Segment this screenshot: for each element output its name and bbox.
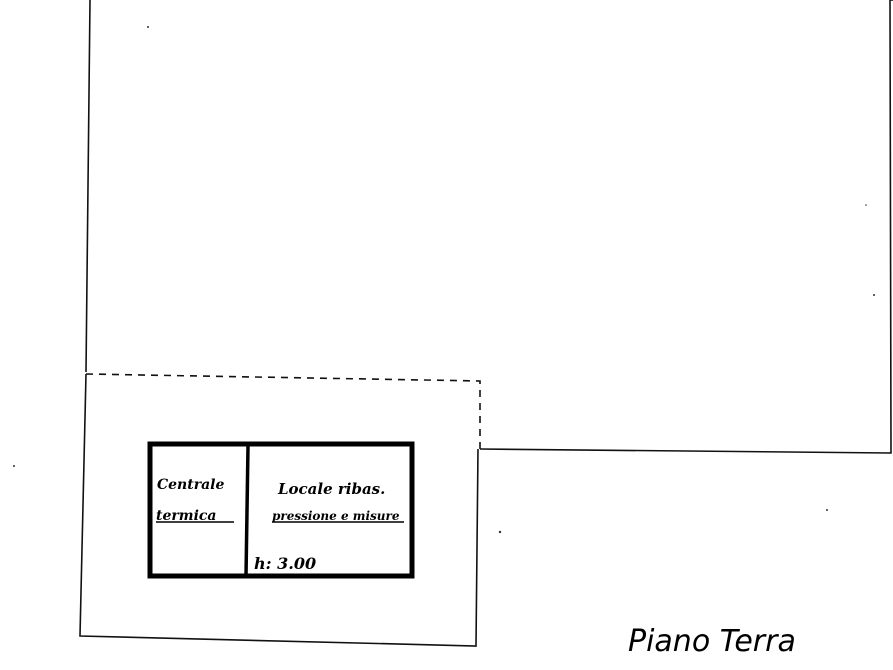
main-building-outline <box>85 0 892 454</box>
room-right-label-line2: pressione e misure <box>272 509 400 523</box>
scan-speck <box>865 204 867 206</box>
rooms-block <box>147 441 415 579</box>
scan-speck <box>13 465 15 467</box>
height-label: h: 3.00 <box>254 554 316 573</box>
annex-outline <box>79 373 479 647</box>
room-left-label-line2: termica <box>156 508 216 524</box>
room-partition-wall <box>244 445 250 577</box>
room-right-label-line1: Locale ribas. <box>277 480 385 498</box>
scan-speck <box>873 294 875 296</box>
scan-speck <box>826 509 828 511</box>
scan-speck <box>498 530 502 534</box>
floor-title: Piano Terra <box>628 624 796 659</box>
scan-speck <box>147 26 149 28</box>
dashed-boundary <box>85 373 481 449</box>
room-left-label-line1: Centrale <box>157 477 224 493</box>
